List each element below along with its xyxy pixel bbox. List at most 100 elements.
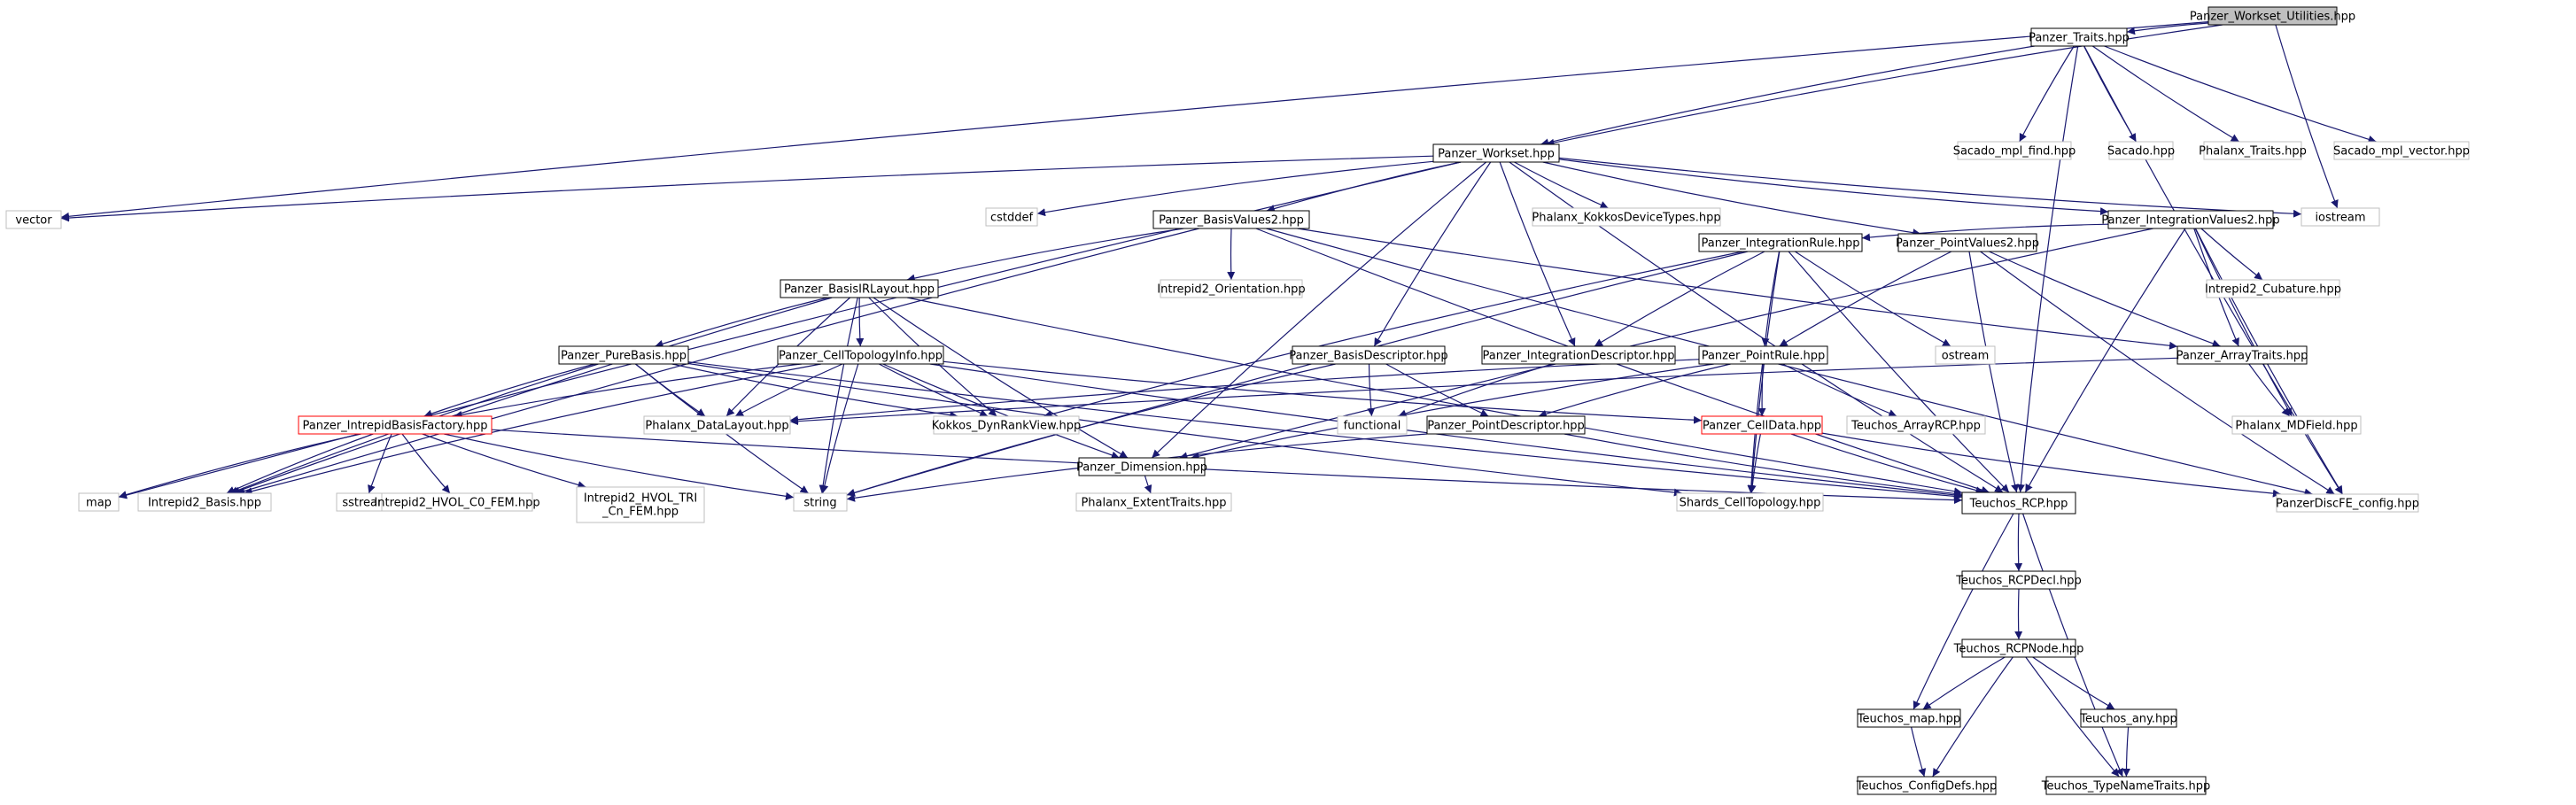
nodes-layer: Panzer_Workset_Utilities.hppPanzer_Trait… xyxy=(5,6,2470,795)
node-box-ibfactory xyxy=(298,415,493,435)
node-label-hvoltri-line-1: _Cn_FEM.hpp xyxy=(601,506,679,519)
edge-rcpnode-to-tmap xyxy=(1922,656,2006,710)
node-iv2[interactable]: Panzer_IntegrationValues2.hpp xyxy=(2101,210,2280,229)
node-ibfactory[interactable]: Panzer_IntrepidBasisFactory.hpp xyxy=(298,415,493,435)
node-rcpnode[interactable]: Teuchos_RCPNode.hpp xyxy=(1953,639,2084,658)
edge-basisdesc-to-string xyxy=(846,363,1336,497)
node-label-configdefs: Teuchos_ConfigDefs.hpp xyxy=(1856,780,1998,793)
node-sstream: sstream xyxy=(336,492,395,512)
node-label-string: string xyxy=(803,497,836,510)
node-box-purebasis xyxy=(558,345,689,365)
node-box-cubature xyxy=(2206,279,2340,298)
node-label-sstream: sstream xyxy=(342,497,388,510)
node-label-root: Panzer_Workset_Utilities.hpp xyxy=(2190,11,2355,24)
node-ptdesc[interactable]: Panzer_PointDescriptor.hpp xyxy=(1426,415,1586,435)
node-box-phxtraits xyxy=(2203,141,2302,160)
node-label-tmap: Teuchos_map.hpp xyxy=(1857,713,1960,726)
node-rcpdecl[interactable]: Teuchos_RCPDecl.hpp xyxy=(1955,570,2082,590)
node-map: map xyxy=(78,492,120,512)
node-label-iostream: iostream xyxy=(2315,212,2365,225)
node-label-kokkosdev: Phalanx_KokkosDeviceTypes.hpp xyxy=(1532,212,1720,225)
edge-root-to-iostream xyxy=(2275,24,2339,209)
node-box-i2basis xyxy=(137,492,272,512)
node-box-mplvec xyxy=(2333,141,2470,160)
edge-pv2-to-discfe xyxy=(1980,251,2335,495)
node-box-extent xyxy=(1075,492,1232,512)
edge-basisdesc-to-ptdesc xyxy=(1385,363,1489,417)
node-label-functional: functional xyxy=(1344,420,1401,433)
edge-workset-to-kokkosdev xyxy=(1514,161,1609,209)
node-label-basislayout: Panzer_BasisIRLayout.hpp xyxy=(784,283,935,297)
edge-pv2-to-arraytraits xyxy=(1989,251,2221,348)
edge-iv2-to-cubature xyxy=(2200,228,2263,281)
node-purebasis[interactable]: Panzer_PureBasis.hpp xyxy=(558,345,689,365)
node-rcp[interactable]: Teuchos_RCP.hpp xyxy=(1961,492,2076,515)
node-label-traits: Panzer_Traits.hpp xyxy=(2029,32,2130,45)
node-workset[interactable]: Panzer_Workset.hpp xyxy=(1432,143,1560,163)
node-label-rcpdecl: Teuchos_RCPDecl.hpp xyxy=(1955,575,2082,588)
edge-ibfactory-to-string xyxy=(444,433,795,500)
node-celldata[interactable]: Panzer_CellData.hpp xyxy=(1701,415,1823,435)
node-basislayout[interactable]: Panzer_BasisIRLayout.hpp xyxy=(780,279,939,298)
node-box-dynrank xyxy=(933,415,1080,435)
node-box-sacado xyxy=(2108,141,2174,160)
node-label-i2basis: Intrepid2_Basis.hpp xyxy=(148,497,261,510)
edge-ptrule-to-ptdesc xyxy=(1538,363,1731,418)
node-box-configdefs xyxy=(1857,776,1997,795)
node-box-hvoltri xyxy=(576,486,705,523)
node-box-basisdesc xyxy=(1292,345,1446,365)
edge-iv2-to-mdfield xyxy=(2194,228,2293,417)
node-label-rcpnode: Teuchos_RCPNode.hpp xyxy=(1953,643,2084,656)
node-box-tany xyxy=(2080,708,2177,728)
node-orient: Intrepid2_Orientation.hpp xyxy=(1157,279,1306,298)
edge-celltopo-to-rcp xyxy=(929,363,1963,499)
edge-bv2-to-i2basis xyxy=(237,228,1199,495)
node-pv2[interactable]: Panzer_PointValues2.hpp xyxy=(1896,233,2039,252)
edge-celltopo-to-dim xyxy=(882,363,1121,460)
node-root[interactable]: Panzer_Workset_Utilities.hpp xyxy=(2190,6,2355,26)
edge-rcpnode-to-typename xyxy=(2025,656,2120,778)
node-arraytraits[interactable]: Panzer_ArrayTraits.hpp xyxy=(2176,345,2308,365)
edge-celltopo-to-i2basis xyxy=(244,363,822,496)
node-configdefs[interactable]: Teuchos_ConfigDefs.hpp xyxy=(1856,776,1998,795)
node-bv2[interactable]: Panzer_BasisValues2.hpp xyxy=(1152,210,1310,229)
node-hvoltri: Intrepid2_HVOL_TRI_Cn_FEM.hpp xyxy=(576,486,705,523)
node-i2basis: Intrepid2_Basis.hpp xyxy=(137,492,272,512)
node-string: string xyxy=(793,492,848,512)
edge-workset-to-bv2 xyxy=(1266,161,1462,213)
edge-purebasis-to-rcp xyxy=(687,361,1963,500)
node-traits[interactable]: Panzer_Traits.hpp xyxy=(2029,27,2130,47)
edge-workset-to-vector xyxy=(60,155,1434,222)
node-ptrule[interactable]: Panzer_PointRule.hpp xyxy=(1698,345,1828,365)
node-intrule[interactable]: Panzer_IntegrationRule.hpp xyxy=(1698,233,1863,252)
node-box-functional xyxy=(1337,415,1408,435)
node-box-hvolc0 xyxy=(381,492,533,512)
edge-ptrule-to-celldata xyxy=(1757,363,1766,417)
node-tmap[interactable]: Teuchos_map.hpp xyxy=(1857,708,1961,728)
node-tany[interactable]: Teuchos_any.hpp xyxy=(2079,708,2177,728)
edge-basislayout-to-rcp xyxy=(906,297,1963,496)
node-intdesc[interactable]: Panzer_IntegrationDescriptor.hpp xyxy=(1481,345,1676,365)
node-basisdesc[interactable]: Panzer_BasisDescriptor.hpp xyxy=(1289,345,1448,365)
node-typename[interactable]: Teuchos_TypeNameTraits.hpp xyxy=(2041,776,2211,795)
node-label-dynrank: Kokkos_DynRankView.hpp xyxy=(932,420,1082,433)
node-label-shards: Shards_CellTopology.hpp xyxy=(1680,497,1821,510)
node-discfe: PanzerDiscFE_config.hpp xyxy=(2276,493,2419,513)
node-box-mdfield xyxy=(2231,415,2362,435)
node-extent: Phalanx_ExtentTraits.hpp xyxy=(1075,492,1232,512)
node-label-dim: Panzer_Dimension.hpp xyxy=(1076,461,1207,475)
edge-iv2-to-intrule xyxy=(1861,223,2109,242)
node-label-ptrule: Panzer_PointRule.hpp xyxy=(1702,350,1826,363)
edge-workset-to-dim xyxy=(1151,161,1487,459)
edge-celldata-to-rcp xyxy=(1790,433,1984,495)
edge-bv2-to-orient xyxy=(1227,228,1236,281)
edge-purebasis-to-dynrank xyxy=(671,363,958,420)
node-box-celltopo xyxy=(777,345,944,365)
node-label-sacado: Sacado.hpp xyxy=(2107,145,2175,159)
node-dim[interactable]: Panzer_Dimension.hpp xyxy=(1076,457,1207,476)
node-celltopo[interactable]: Panzer_CellTopologyInfo.hpp xyxy=(777,345,944,365)
node-label-pv2: Panzer_PointValues2.hpp xyxy=(1896,237,2039,251)
edge-ibfactory-to-hvolc0 xyxy=(401,433,451,494)
edge-bv2-to-basislayout xyxy=(906,228,1184,283)
edge-ptdesc-to-rcp xyxy=(1563,433,1963,498)
